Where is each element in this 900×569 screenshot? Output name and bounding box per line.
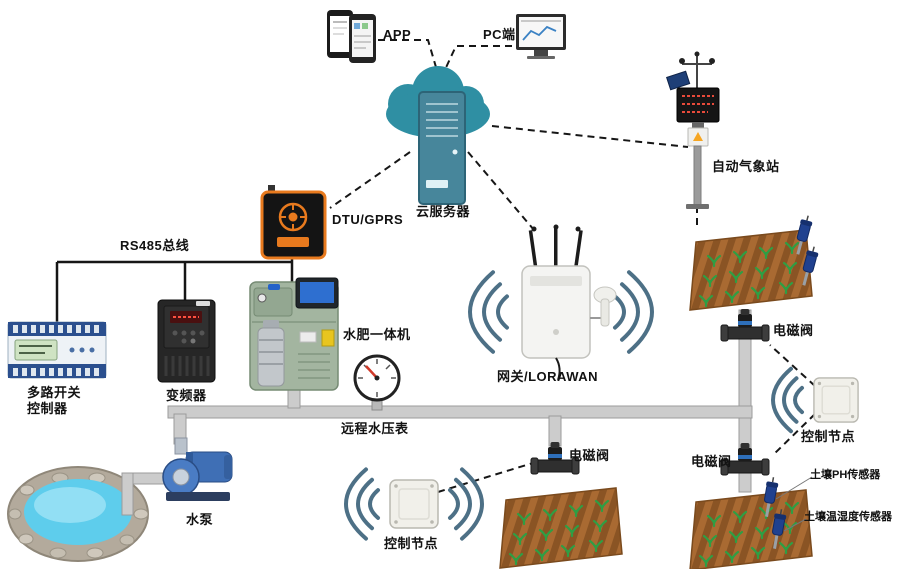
fertigation-machine-icon bbox=[249, 277, 339, 391]
wifi-node-bottom-right bbox=[448, 467, 484, 541]
label-pressure-gauge: 远程水压表 bbox=[341, 421, 409, 436]
wifi-waves bbox=[344, 270, 804, 541]
label-pc: PC端 bbox=[483, 27, 516, 42]
link-app-cloud bbox=[378, 39, 439, 75]
control-node-right-icon bbox=[813, 377, 859, 423]
label-dtu: DTU/GPRS bbox=[332, 212, 404, 227]
link-cloud-weather bbox=[491, 125, 689, 148]
field-bottom-center bbox=[500, 488, 622, 568]
vfd-icon bbox=[157, 299, 216, 383]
label-soil-ph: 土壤PH传感器 bbox=[810, 469, 881, 481]
valve-right-top-icon bbox=[720, 308, 770, 342]
sensor-callout-lines bbox=[775, 476, 813, 532]
weather-station-icon bbox=[666, 51, 720, 209]
link-node-valve-right-top bbox=[769, 344, 816, 387]
link-pc-cloud bbox=[442, 45, 512, 75]
pipe-main-horizontal bbox=[167, 405, 753, 419]
label-control-node-bottom: 控制节点 bbox=[384, 536, 439, 551]
label-switch-controller-line2: 控制器 bbox=[27, 401, 68, 416]
pipe-machine-drop bbox=[287, 387, 301, 409]
label-fertigation: 水肥一体机 bbox=[343, 327, 411, 342]
dashed-links bbox=[329, 39, 816, 493]
link-cloud-dtu bbox=[329, 151, 411, 209]
dtu-gprs-icon bbox=[260, 185, 327, 260]
label-valve-right-top: 电磁阀 bbox=[773, 323, 814, 338]
field-top-right bbox=[690, 230, 812, 310]
label-pump: 水泵 bbox=[186, 512, 214, 527]
control-node-bottom-icon bbox=[389, 479, 439, 529]
wifi-node-right bbox=[771, 366, 804, 434]
wifi-gateway-right bbox=[613, 270, 654, 354]
water-pump-icon bbox=[162, 437, 233, 501]
lorawan-gateway-icon bbox=[521, 224, 617, 381]
pressure-gauge-icon bbox=[353, 354, 401, 411]
wifi-node-bottom-left bbox=[344, 467, 380, 541]
link-node-valve-right-bottom bbox=[772, 413, 816, 456]
field-bottom-right bbox=[690, 490, 812, 569]
label-vfd: 变频器 bbox=[166, 388, 207, 403]
switch-controller-icon bbox=[7, 321, 107, 379]
pc-monitor-icon bbox=[516, 14, 566, 59]
label-control-node-right: 控制节点 bbox=[801, 429, 856, 444]
label-soil-moisture: 土壤温湿度传感器 bbox=[804, 511, 892, 523]
pipe-valve-drop bbox=[548, 415, 562, 447]
label-rs485-bus: RS485总线 bbox=[120, 238, 190, 253]
app-phones-icon bbox=[327, 10, 376, 63]
cloud-server-icon bbox=[386, 66, 490, 205]
label-gateway: 网关/LORAWAN bbox=[497, 369, 599, 384]
label-valve-bottom: 电磁阀 bbox=[569, 448, 610, 463]
pipe-pool-vertical bbox=[121, 472, 134, 516]
link-node-valve-bottom bbox=[437, 462, 534, 493]
pool-icon bbox=[7, 466, 149, 562]
label-weather-station: 自动气象站 bbox=[712, 159, 780, 174]
label-cloud-server: 云服务器 bbox=[416, 204, 471, 219]
label-switch-controller-line1: 多路开关 bbox=[27, 385, 82, 400]
label-app: APP bbox=[383, 27, 412, 42]
wifi-gateway-left bbox=[468, 270, 509, 354]
label-valve-right-bottom: 电磁阀 bbox=[691, 454, 732, 469]
rs485-bus-lines bbox=[55, 256, 294, 322]
link-cloud-gateway bbox=[467, 151, 535, 231]
